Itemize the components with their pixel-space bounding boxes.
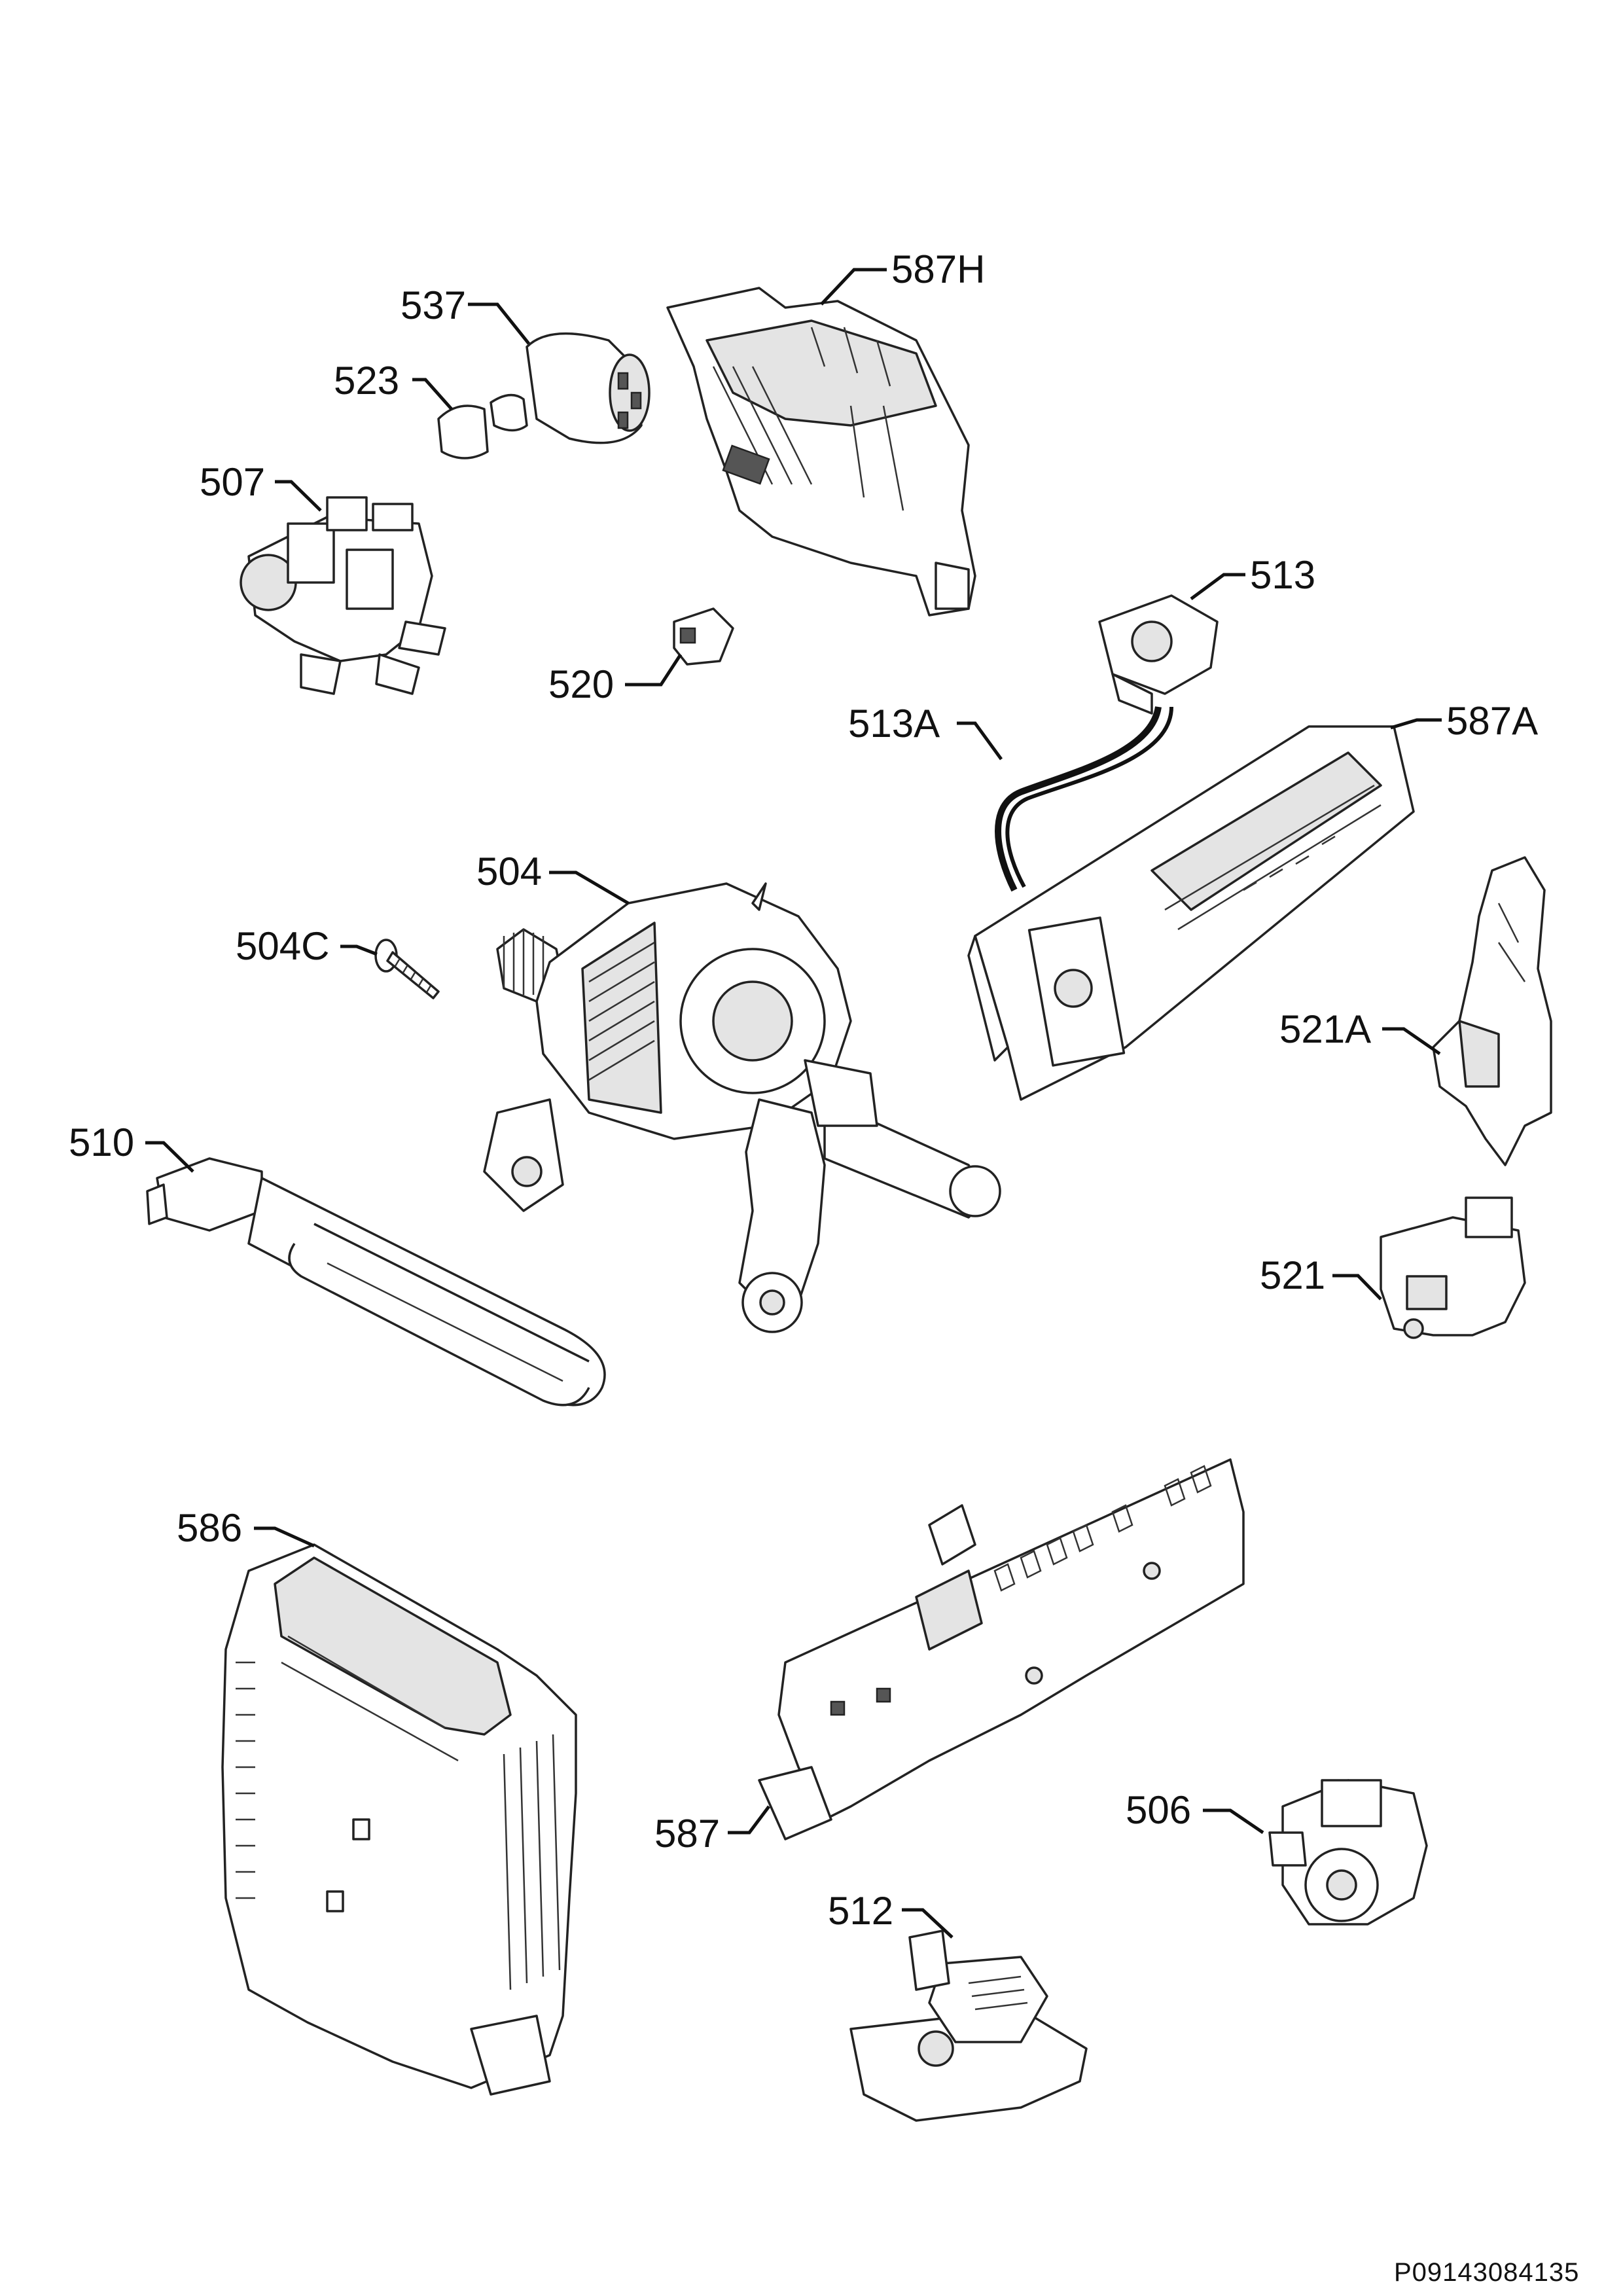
label-587a: 587A	[1446, 699, 1538, 743]
label-587h: 587H	[891, 247, 985, 291]
part-521a-drawing	[1432, 856, 1552, 1166]
leader-510	[145, 1141, 194, 1173]
part-512-drawing	[849, 1929, 1088, 2122]
leader-513a	[957, 721, 1003, 761]
leader-587a	[1390, 718, 1442, 730]
part-587h-drawing	[666, 287, 976, 617]
label-586: 586	[177, 1506, 242, 1550]
part-520-drawing	[673, 607, 734, 666]
label-520: 520	[548, 662, 614, 706]
part-506-drawing	[1268, 1779, 1428, 1926]
label-512: 512	[828, 1889, 893, 1933]
label-504: 504	[476, 850, 542, 893]
document-code: P09143084135	[1394, 2258, 1580, 2287]
part-523-drawing	[437, 393, 528, 459]
leader-lines	[145, 268, 1442, 1939]
leader-521a	[1382, 1027, 1441, 1056]
part-587-drawing	[758, 1458, 1245, 1840]
leader-586	[254, 1526, 315, 1548]
label-504c: 504C	[236, 924, 329, 968]
label-521a: 521A	[1279, 1007, 1371, 1051]
leader-587h	[820, 268, 887, 306]
part-510-drawing	[146, 1157, 606, 1407]
part-537-drawing	[526, 332, 651, 444]
label-507: 507	[200, 460, 265, 504]
leader-537	[468, 302, 530, 345]
part-587a-drawing	[967, 725, 1415, 1101]
part-586-drawing	[221, 1543, 577, 2096]
part-513-drawing	[1098, 594, 1219, 715]
part-504-drawing	[483, 882, 1001, 1333]
label-521: 521	[1260, 1253, 1325, 1297]
leader-506	[1203, 1808, 1264, 1835]
label-506: 506	[1126, 1788, 1191, 1832]
part-504c-drawing	[374, 939, 440, 999]
label-513: 513	[1250, 553, 1315, 597]
leader-520	[625, 653, 683, 687]
label-587: 587	[654, 1812, 720, 1856]
leader-523	[412, 378, 453, 410]
label-523: 523	[334, 359, 399, 403]
part-513a-drawing	[995, 706, 1173, 892]
part-labels: 587H 537 523 507 520 513 513A 587A 504 5…	[69, 247, 1538, 1933]
label-510: 510	[69, 1121, 134, 1164]
leader-513	[1190, 573, 1245, 601]
part-507-drawing	[240, 496, 446, 695]
leader-521	[1332, 1274, 1382, 1300]
label-537: 537	[401, 283, 466, 327]
leader-504c	[340, 944, 378, 956]
leader-512	[902, 1908, 954, 1939]
leader-507	[275, 480, 322, 512]
label-513a: 513A	[848, 702, 940, 745]
leader-504	[549, 870, 630, 905]
leader-587	[728, 1805, 770, 1835]
part-521-drawing	[1380, 1196, 1526, 1339]
